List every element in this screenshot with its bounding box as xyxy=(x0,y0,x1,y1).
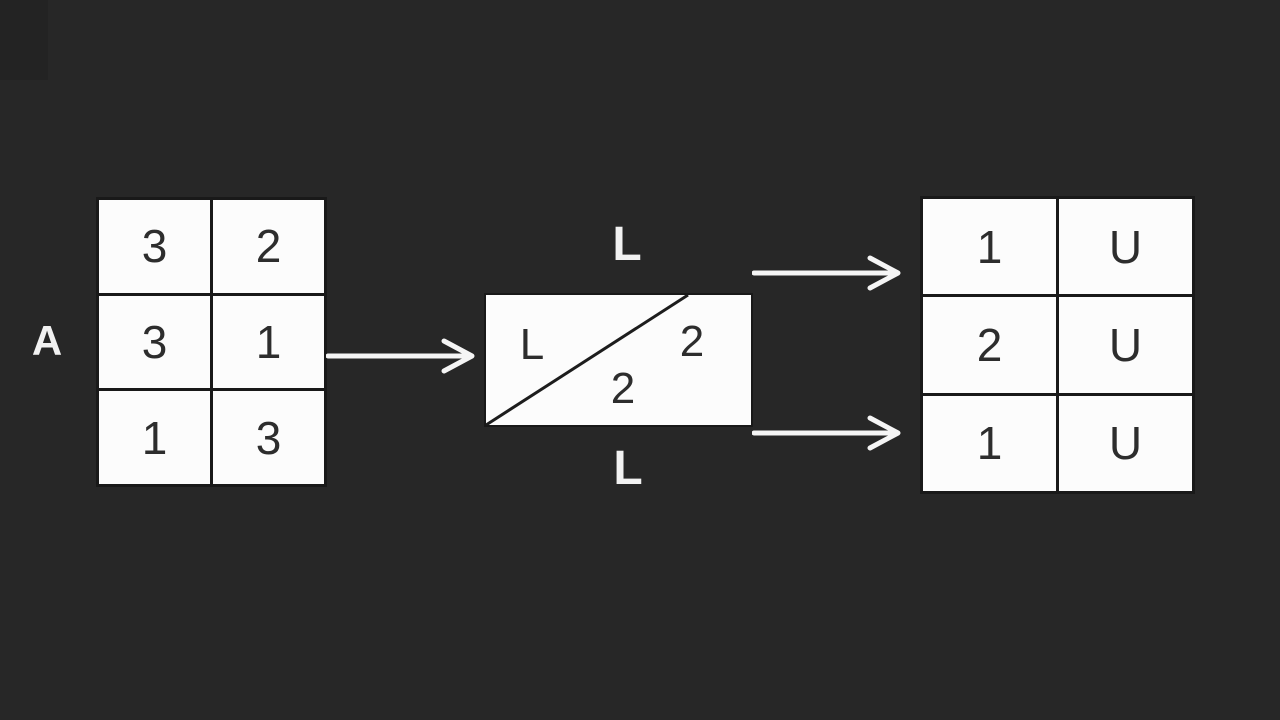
matrix-a-cell-r2c1: 3 xyxy=(213,391,324,484)
corner-shade xyxy=(0,0,48,80)
diagonal-divider-line xyxy=(486,295,689,425)
matrix-a-cell-r1c0: 3 xyxy=(99,295,210,389)
l-label-above: L xyxy=(612,218,642,271)
matrix-lu-cell-r1c0: 2 xyxy=(923,297,1056,393)
lu-inner-l-label: L xyxy=(519,320,545,369)
l-label-below: L xyxy=(613,442,643,495)
arrow-right-icon xyxy=(752,415,901,451)
matrix-lu-result: 1 U 2 U 1 U xyxy=(920,196,1195,494)
lu-inner-value-upper-right: 2 xyxy=(679,317,705,366)
matrix-lu-cell-r1c1: U xyxy=(1059,297,1192,393)
matrix-a-cell-r2c0: 1 xyxy=(99,391,210,484)
matrix-a-cell-r0c1: 2 xyxy=(213,200,324,293)
matrix-lu-cell-r0c0: 1 xyxy=(923,199,1056,295)
arrow-right-icon xyxy=(326,338,475,374)
matrix-lu-cell-r2c0: 1 xyxy=(923,395,1056,491)
matrix-lu-cell-r0c1: U xyxy=(1059,199,1192,295)
matrix-lu-cell-r2c1: U xyxy=(1059,395,1192,491)
lu-inner-value-center: 2 xyxy=(610,364,636,413)
arrow-right-icon xyxy=(752,255,901,291)
matrix-a-label: A xyxy=(31,317,63,364)
matrix-a-cell-r1c1: 1 xyxy=(213,295,324,389)
matrix-a-cell-r0c0: 3 xyxy=(99,200,210,293)
lu-storage-box: L 2 2 xyxy=(484,293,753,427)
matrix-a: 3 2 3 1 1 3 xyxy=(96,197,327,487)
